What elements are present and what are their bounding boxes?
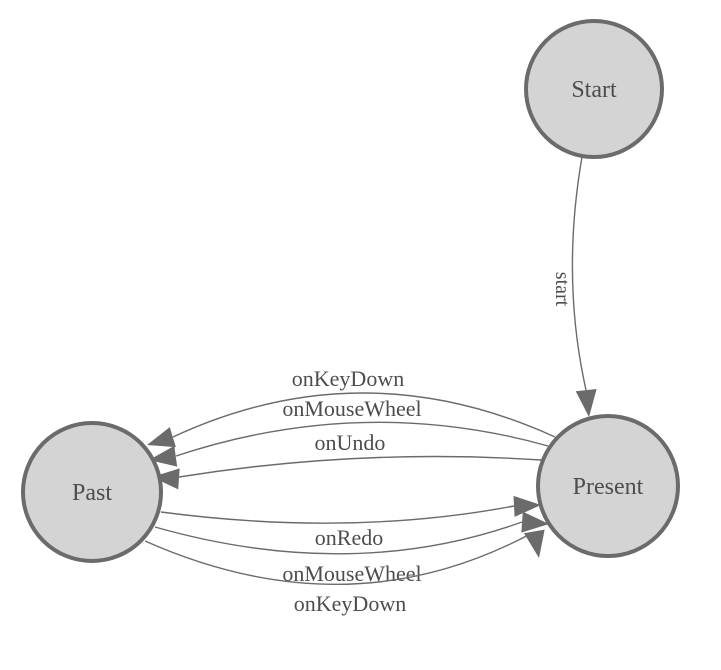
state-node-present[interactable]: Present	[536, 414, 680, 558]
edge-line-onredo[interactable]	[160, 505, 515, 524]
edge-label-onredo[interactable]: onRedo	[315, 525, 383, 550]
edge-past-to-present-onmousewheel[interactable]: onMouseWheel	[154, 511, 550, 586]
arrowhead-icon	[575, 389, 597, 417]
edge-label-start[interactable]: start	[551, 272, 573, 307]
edge-line-onundo[interactable]	[178, 455, 542, 478]
state-node-start-circle[interactable]	[524, 19, 664, 159]
edge-start-to-present[interactable]: start	[551, 156, 599, 418]
edge-past-to-present-onkeydown[interactable]: onKeyDown	[144, 529, 549, 616]
edge-present-to-past-onkeydown[interactable]: onKeyDown	[144, 366, 556, 455]
edge-line-onkeydown-top[interactable]	[172, 392, 556, 438]
edge-label-onmousewheel-bottom[interactable]: onMouseWheel	[282, 561, 421, 586]
edge-present-to-past-onundo[interactable]: onUndo	[151, 430, 542, 490]
edge-label-onmousewheel-top[interactable]: onMouseWheel	[282, 396, 421, 421]
state-node-past[interactable]: Past	[21, 421, 163, 563]
arrowhead-icon	[152, 468, 180, 490]
edge-line-onkeydown-bottom[interactable]	[144, 531, 535, 586]
state-node-present-circle[interactable]	[536, 414, 680, 558]
state-node-past-label: Past	[72, 480, 112, 506]
arrowhead-icon	[523, 529, 545, 558]
state-node-past-circle[interactable]	[21, 421, 163, 563]
edge-past-to-present-onredo[interactable]: onRedo	[160, 495, 542, 550]
edge-line-start[interactable]	[571, 156, 587, 391]
edge-present-to-past-onmousewheel[interactable]: onMouseWheel	[148, 396, 549, 470]
arrowhead-icon	[521, 511, 549, 533]
edge-label-onkeydown-top[interactable]: onKeyDown	[292, 366, 404, 391]
state-node-start[interactable]: Start	[524, 19, 664, 159]
state-node-present-label: Present	[573, 474, 644, 500]
state-node-start-label: Start	[571, 77, 617, 103]
edge-line-onmousewheel-top[interactable]	[175, 421, 549, 457]
edge-line-onmousewheel-bottom[interactable]	[154, 521, 523, 555]
edge-label-onkeydown-bottom[interactable]: onKeyDown	[294, 591, 406, 616]
arrowhead-icon	[147, 427, 176, 448]
edge-label-onundo[interactable]: onUndo	[315, 430, 386, 455]
arrowhead-icon	[513, 495, 541, 517]
